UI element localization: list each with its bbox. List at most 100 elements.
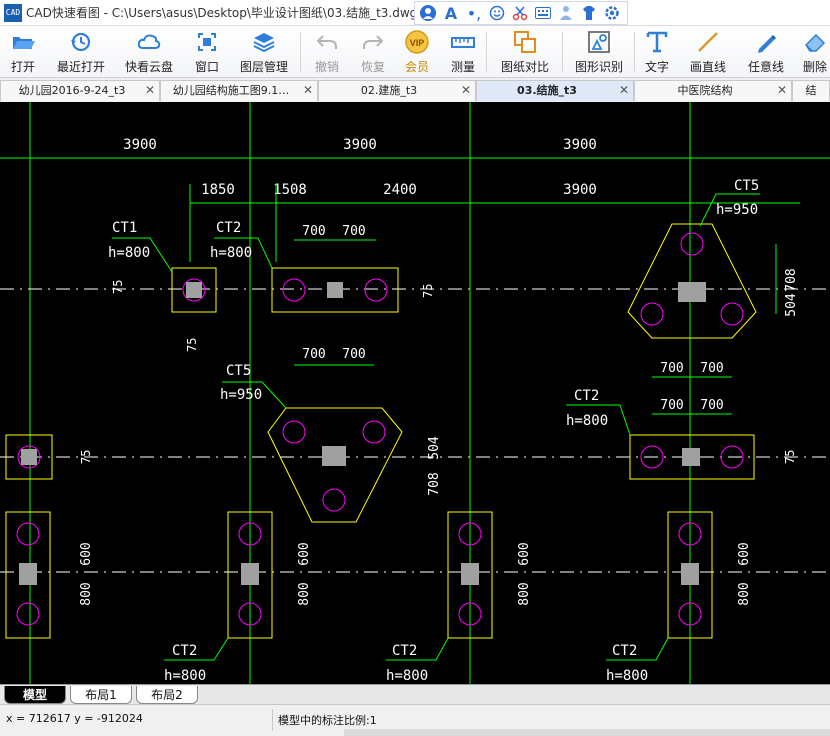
tab-doc-1[interactable]: 幼儿园2016-9-24_t3 ✕ — [0, 80, 160, 101]
pile-circle — [282, 420, 306, 444]
footing-ct2-top[interactable]: CT2 h=800 700 700 75 — [210, 220, 435, 313]
compare-drawings-button[interactable]: 图纸对比 — [496, 26, 554, 78]
dim-text-800: 800 — [297, 582, 312, 605]
footing-ct2-bottom-1[interactable]: 600 800 — [5, 511, 94, 639]
ct1-label: CT1 — [112, 220, 137, 236]
footing-ct1[interactable]: CT1 h=800 75 75 — [108, 220, 217, 352]
title-bar: CAD CAD快速看图 - C:\Users\asus\Desktop\毕业设计… — [0, 0, 830, 26]
tab-doc-3[interactable]: 02.建施_t3 ✕ — [318, 80, 476, 101]
ct2-label: CT2 — [612, 643, 637, 659]
close-icon[interactable]: ✕ — [302, 83, 313, 97]
compare-icon — [514, 31, 536, 53]
footing-outline — [5, 434, 53, 480]
ruler-icon — [451, 37, 475, 48]
tab-doc-4-active[interactable]: 03.结施_t3 ✕ — [476, 80, 634, 101]
undo-button[interactable]: 撤销 — [310, 26, 344, 78]
dim-text-700: 700 — [302, 224, 325, 239]
dim-text-600: 600 — [737, 542, 752, 565]
window-title: CAD快速看图 - C:\Users\asus\Desktop\毕业设计图纸\0… — [26, 6, 416, 20]
dim-text-3900: 3900 — [123, 137, 157, 153]
footing-ct5-right[interactable]: CT5 h=950 708 504 — [627, 178, 799, 339]
delete-button[interactable]: 删除 — [798, 26, 830, 78]
drawing-canvas[interactable]: 3900 3900 3900 1850 1508 2400 3900 CT1 h… — [0, 102, 830, 684]
redo-button[interactable]: 恢复 — [356, 26, 390, 78]
status-divider — [272, 709, 273, 731]
measure-button[interactable]: 测量 — [446, 26, 480, 78]
gear-icon[interactable] — [603, 4, 621, 22]
close-icon[interactable]: ✕ — [144, 83, 155, 97]
tab-doc-6[interactable]: 结 — [792, 80, 830, 101]
cad-drawing[interactable]: 3900 3900 3900 1850 1508 2400 3900 CT1 h… — [0, 102, 830, 684]
pile-circle — [678, 602, 702, 626]
pile-circle — [238, 522, 262, 546]
font-a-icon[interactable]: A — [444, 3, 458, 23]
footing-left-edge[interactable]: 75 — [5, 434, 93, 480]
annotation-scale: 模型中的标注比例:1 — [278, 714, 377, 727]
dim-text-75: 75 — [783, 450, 797, 464]
user-icon[interactable] — [419, 4, 437, 22]
freehand-line-button[interactable]: 任意线 — [744, 26, 788, 78]
leader-line — [214, 237, 273, 269]
close-icon[interactable]: ✕ — [460, 83, 471, 97]
tab-layout-1[interactable]: 布局1 — [70, 686, 132, 704]
column-square — [678, 282, 706, 302]
dim-text-700: 700 — [302, 347, 325, 362]
cloud-drive-button[interactable]: 快看云盘 — [122, 26, 176, 78]
ct2-outline — [629, 434, 755, 480]
person-icon[interactable] — [557, 4, 575, 22]
tab-doc-5[interactable]: 中医院结构 ✕ — [634, 80, 792, 101]
vip-button[interactable]: VIP 会员 — [400, 26, 434, 78]
dots-icon[interactable]: •, — [466, 3, 482, 23]
tab-layout-2[interactable]: 布局2 — [136, 686, 198, 704]
ct2-label: CT2 — [392, 643, 417, 659]
dim-text-504: 504 — [427, 436, 442, 460]
footing-ct2-bottom-4[interactable]: 600 800 CT2 h=800 — [606, 511, 752, 684]
close-icon[interactable]: ✕ — [776, 83, 787, 97]
keyboard-icon[interactable] — [534, 4, 552, 22]
status-bar: x = 712617 y = -912024 模型中的标注比例:1 — [0, 704, 830, 736]
ct1-outline — [171, 267, 217, 313]
pile-circle — [282, 278, 306, 302]
shirt-icon[interactable] — [580, 4, 598, 22]
text-t-icon — [646, 31, 668, 53]
toolbar-separator — [486, 32, 487, 72]
scissors-icon[interactable] — [511, 4, 529, 22]
pile-circle — [720, 445, 744, 469]
dim-text-700: 700 — [342, 347, 365, 362]
column-square — [461, 563, 479, 585]
pile-circle — [16, 602, 40, 626]
shape-recognition-button[interactable]: 图形识别 — [570, 26, 628, 78]
clock-icon — [71, 32, 91, 52]
layer-manager-button[interactable]: 图层管理 — [236, 26, 292, 78]
eraser-icon — [805, 33, 826, 52]
layout-tab-bar: 模型 布局1 布局2 — [0, 684, 830, 704]
dim-text-700: 700 — [342, 224, 365, 239]
footing-ct2-mid-right[interactable]: CT2 h=800 700 700 700 700 75 — [566, 361, 797, 480]
dim-text-700: 700 — [660, 361, 683, 376]
tab-model[interactable]: 模型 — [4, 686, 66, 704]
footing-ct5-middle[interactable]: CT5 h=950 700 700 504 708 — [220, 347, 442, 523]
recent-button[interactable]: 最近打开 — [54, 26, 108, 78]
footing-ct2-bottom-2[interactable]: 600 800 CT2 h=800 — [164, 511, 312, 684]
axis-grid — [0, 102, 830, 684]
dim-text-3900: 3900 — [563, 137, 597, 153]
pile-circle — [640, 302, 664, 326]
open-button[interactable]: 打开 — [6, 26, 40, 78]
footing-ct2-bottom-3[interactable]: 600 800 CT2 h=800 — [386, 511, 532, 684]
ct2-label: CT2 — [574, 388, 599, 404]
pile-circle — [322, 488, 346, 512]
smile-icon[interactable] — [488, 4, 506, 22]
text-tool-button[interactable]: 文字 — [640, 26, 674, 78]
dim-text-700: 700 — [700, 398, 723, 413]
draw-line-button[interactable]: 画直线 — [686, 26, 730, 78]
tab-doc-2[interactable]: 幼儿园结构施工图9.1… ✕ — [160, 80, 318, 101]
cloud-icon — [137, 34, 161, 49]
dim-text-2400: 2400 — [383, 182, 417, 198]
ct2-outline — [447, 511, 493, 639]
pile-circle — [182, 278, 206, 302]
horizontal-scrollbar[interactable] — [344, 729, 830, 736]
close-icon[interactable]: ✕ — [618, 83, 629, 97]
column-square — [241, 563, 259, 585]
window-button[interactable]: 窗口 — [190, 26, 224, 78]
